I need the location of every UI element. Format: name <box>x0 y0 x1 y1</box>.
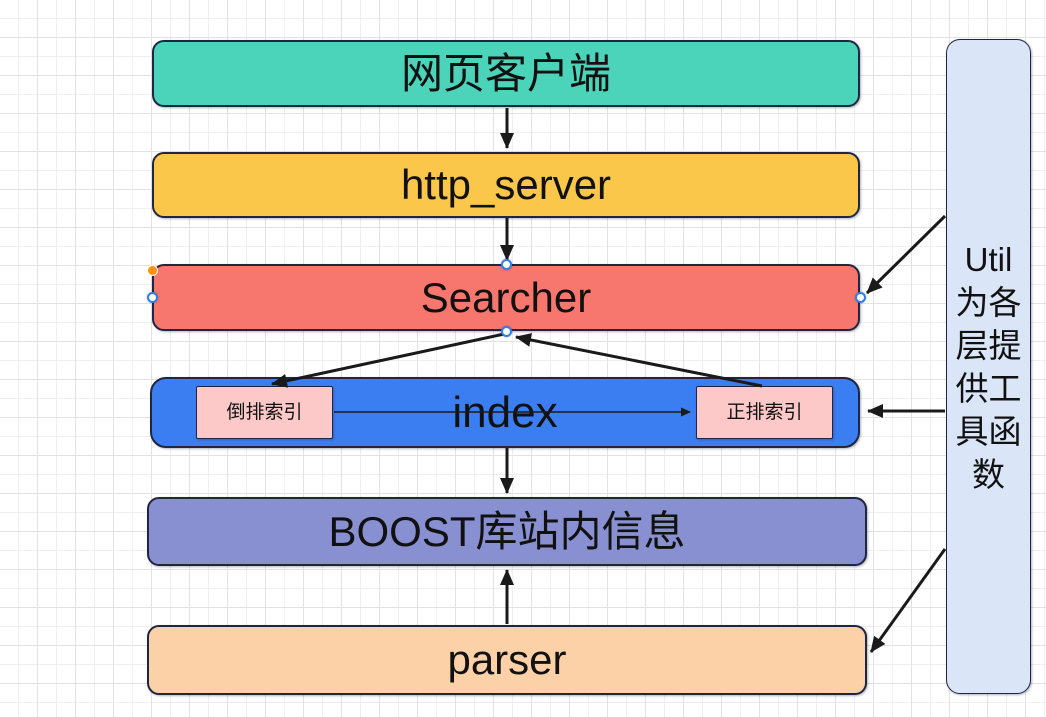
box-inverted-index[interactable]: 倒排索引 <box>196 386 333 439</box>
box-web-client[interactable]: 网页客户端 <box>152 40 860 107</box>
box-parser[interactable]: parser <box>147 625 867 695</box>
box-boost-info-label: BOOST库站内信息 <box>328 507 686 555</box>
box-index-label: index <box>452 387 558 437</box>
box-parser-label: parser <box>447 636 567 683</box>
box-searcher-label: Searcher <box>420 273 592 321</box>
arrow-util-to-searcher[interactable] <box>865 214 947 295</box>
box-searcher[interactable]: Searcher <box>152 264 860 331</box>
box-http-server[interactable]: http_server <box>152 152 860 218</box>
box-forward-index-label: 正排索引 <box>726 402 803 423</box>
box-forward-index[interactable]: 正排索引 <box>696 386 833 439</box>
searcher-handle-left[interactable] <box>147 292 158 303</box>
searcher-handle-right[interactable] <box>855 292 866 303</box>
box-util[interactable]: Util 为各 层提 供工 具函 数 <box>946 39 1031 694</box>
box-http-server-label: http_server <box>400 161 612 208</box>
searcher-handle-bottom[interactable] <box>501 326 512 337</box>
searcher-adjust-handle[interactable] <box>147 265 158 276</box>
searcher-handle-top[interactable] <box>501 259 512 270</box>
box-boost-info[interactable]: BOOST库站内信息 <box>147 497 867 566</box>
arrow-util-to-parser[interactable] <box>869 548 947 653</box>
box-util-label: Util 为各 层提 供工 具函 数 <box>955 240 1022 493</box>
box-web-client-label: 网页客户端 <box>400 49 611 97</box>
box-inverted-index-label: 倒排索引 <box>226 402 303 423</box>
